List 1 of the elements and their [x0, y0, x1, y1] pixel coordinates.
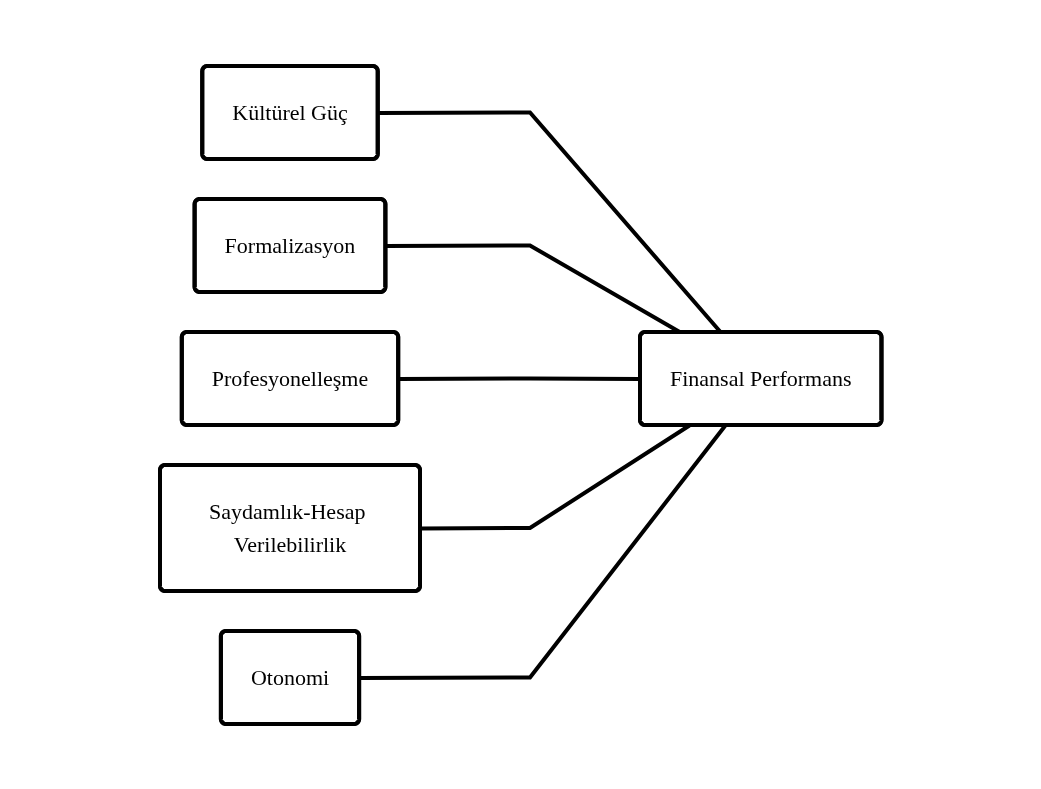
connector [398, 376, 641, 381]
